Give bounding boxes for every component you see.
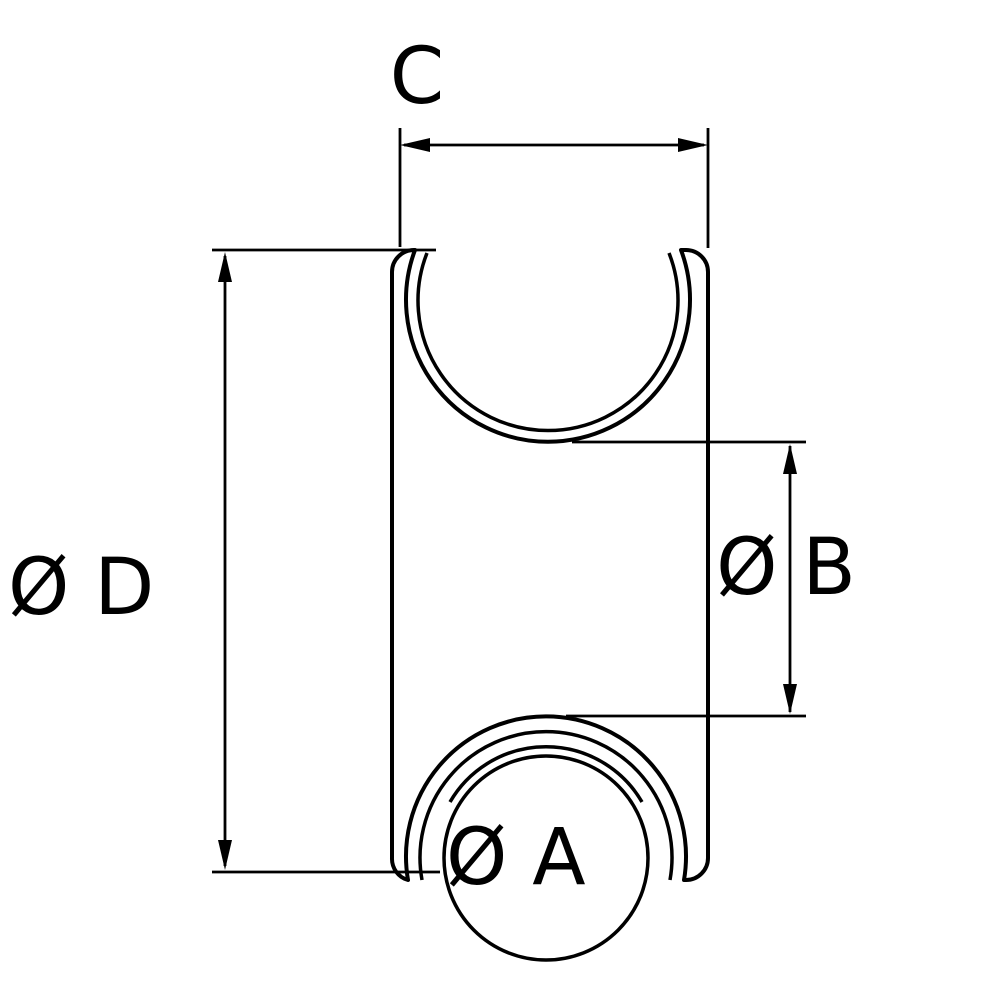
dim-d-label: Ø D — [8, 543, 154, 633]
dim-c-label: C — [390, 32, 444, 122]
dimension-d: Ø D — [8, 248, 440, 874]
dim-c-arrow-left — [400, 138, 430, 152]
top-groove-inner-edge — [416, 252, 680, 433]
bore-circle — [442, 754, 650, 962]
dimension-b: Ø B — [566, 440, 856, 718]
part-outline — [390, 248, 710, 882]
dim-d-arrow-bottom — [218, 840, 232, 870]
bore-chamfer-edge — [448, 745, 644, 803]
dim-b-arrow-bottom — [783, 684, 797, 714]
part-section — [390, 248, 710, 962]
dim-a-label: Ø A — [446, 813, 586, 903]
dim-b-label: Ø B — [716, 523, 856, 613]
dimension-a: Ø A — [446, 813, 586, 903]
dimension-c: C — [390, 32, 710, 248]
bottom-groove-inner-edge — [418, 729, 674, 881]
dim-c-arrow-right — [678, 138, 708, 152]
dim-d-arrow-top — [218, 252, 232, 282]
dim-b-arrow-top — [783, 444, 797, 474]
